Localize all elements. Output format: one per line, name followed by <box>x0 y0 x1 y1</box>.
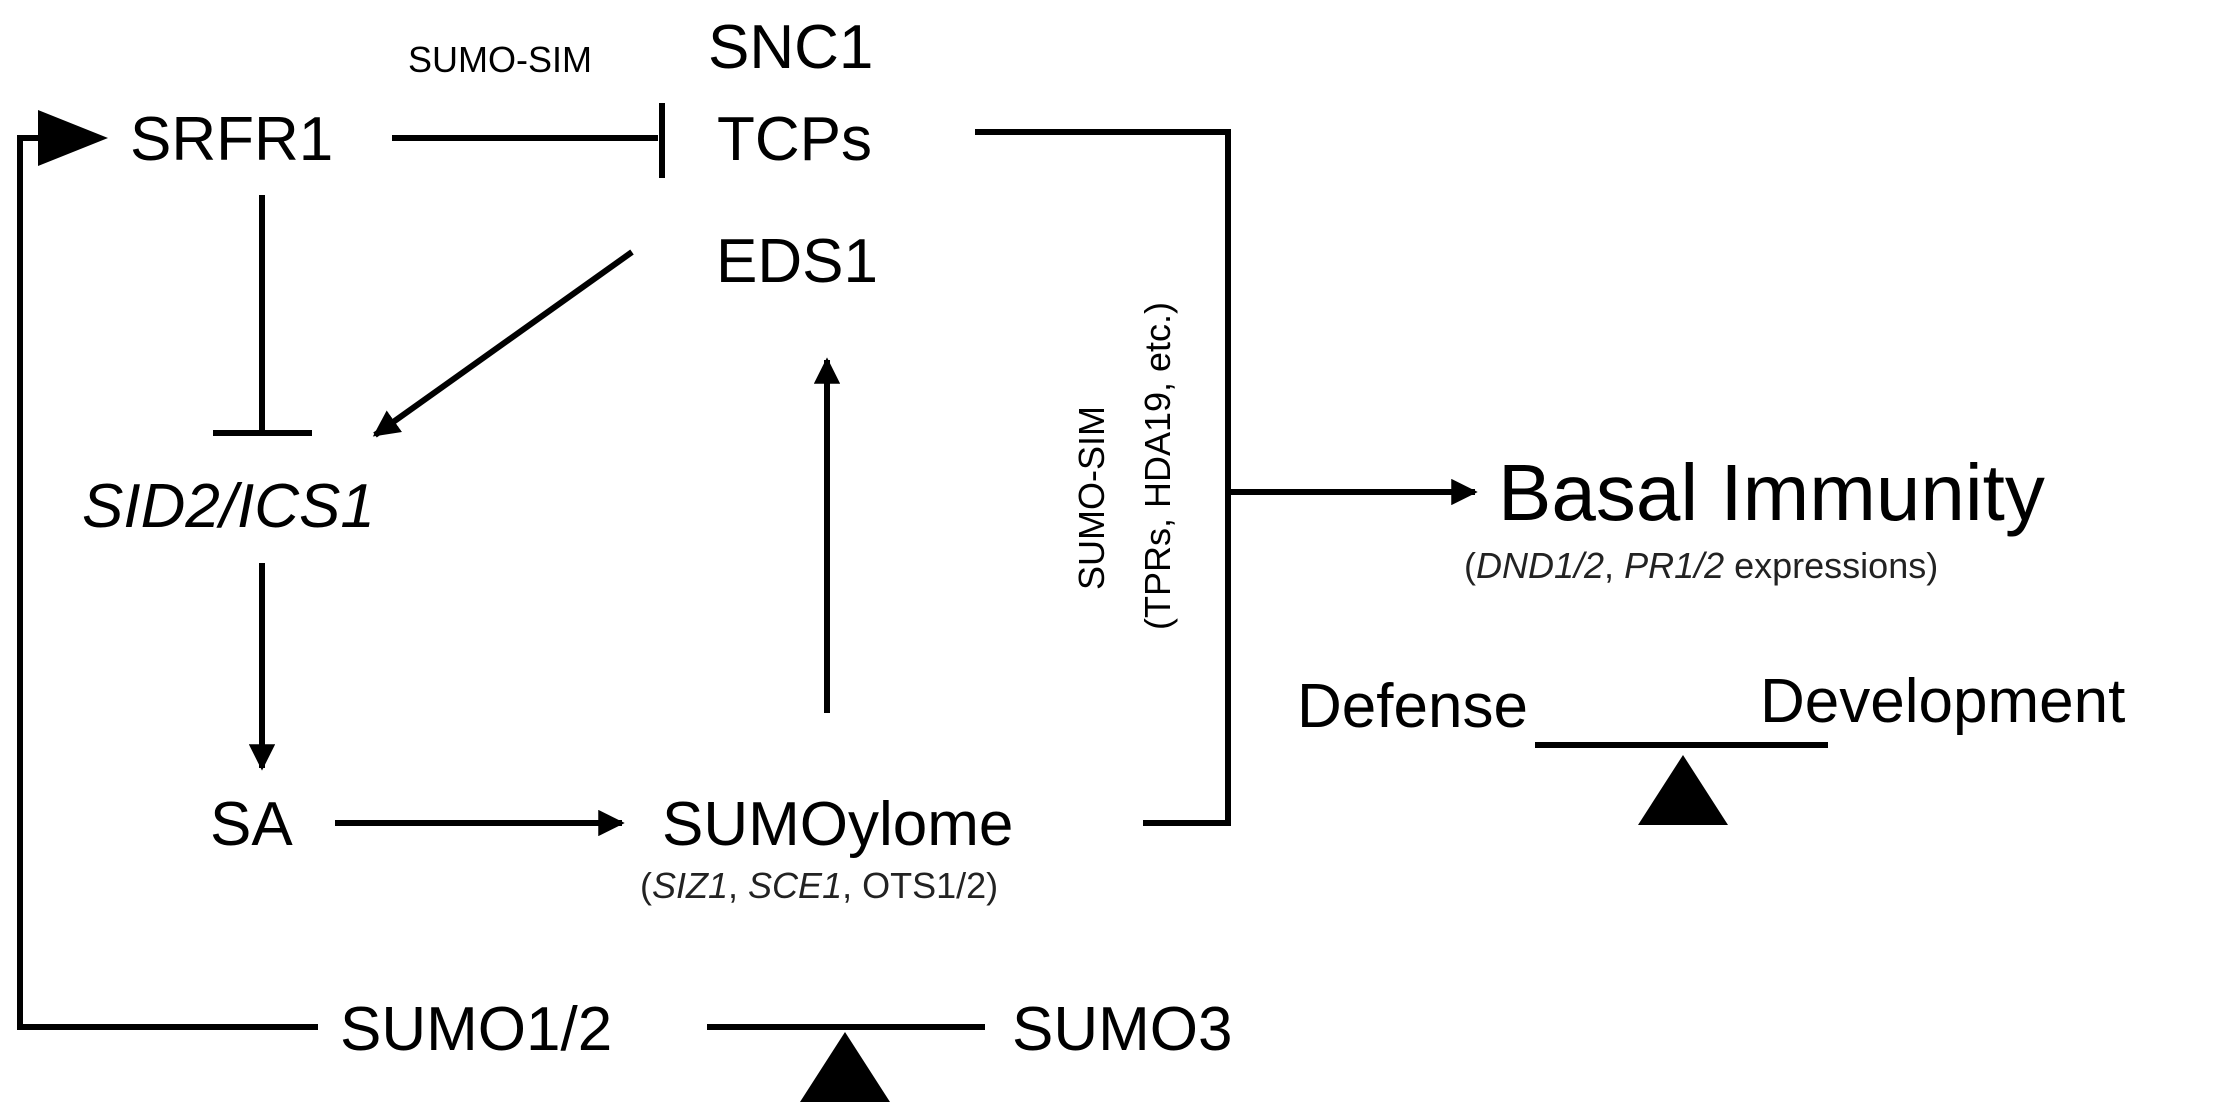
srfr1-label: SRFR1 <box>130 105 333 174</box>
sumo-sim-vertical-label: SUMO-SIM <box>1071 406 1112 590</box>
sumo-sim-top-label: SUMO-SIM <box>408 39 592 80</box>
feedback-loop-line <box>17 135 318 1030</box>
sa-label: SA <box>210 790 293 859</box>
basal-immunity-sublabel: (DND1/2, PR1/2 expressions) <box>1464 545 1938 586</box>
sumoylome-sublabel: (SIZ1, SCE1, OTS1/2) <box>640 865 998 906</box>
sid2-ics1-label: SID2/ICS1 <box>82 472 375 541</box>
sumoylome-label: SUMOylome <box>662 790 1013 859</box>
tprs-vertical-label: (TPRs, HDA19, etc.) <box>1137 302 1178 630</box>
tcps-label: TCPs <box>717 105 872 174</box>
defense-development-fulcrum <box>1638 755 1728 825</box>
sumo-balance-fulcrum <box>800 1032 890 1102</box>
feedback-arrowhead <box>38 110 108 166</box>
sumo12-label: SUMO1/2 <box>340 995 612 1064</box>
sumo3-label: SUMO3 <box>1012 995 1232 1064</box>
snc1-label: SNC1 <box>708 13 873 82</box>
eds1-to-sid2-arrow <box>372 249 634 438</box>
eds1-label: EDS1 <box>716 227 878 296</box>
defense-label: Defense <box>1297 672 1528 741</box>
development-label: Development <box>1760 667 2125 736</box>
basal-immunity-label: Basal Immunity <box>1498 448 2045 537</box>
bracket-line <box>975 129 1231 826</box>
